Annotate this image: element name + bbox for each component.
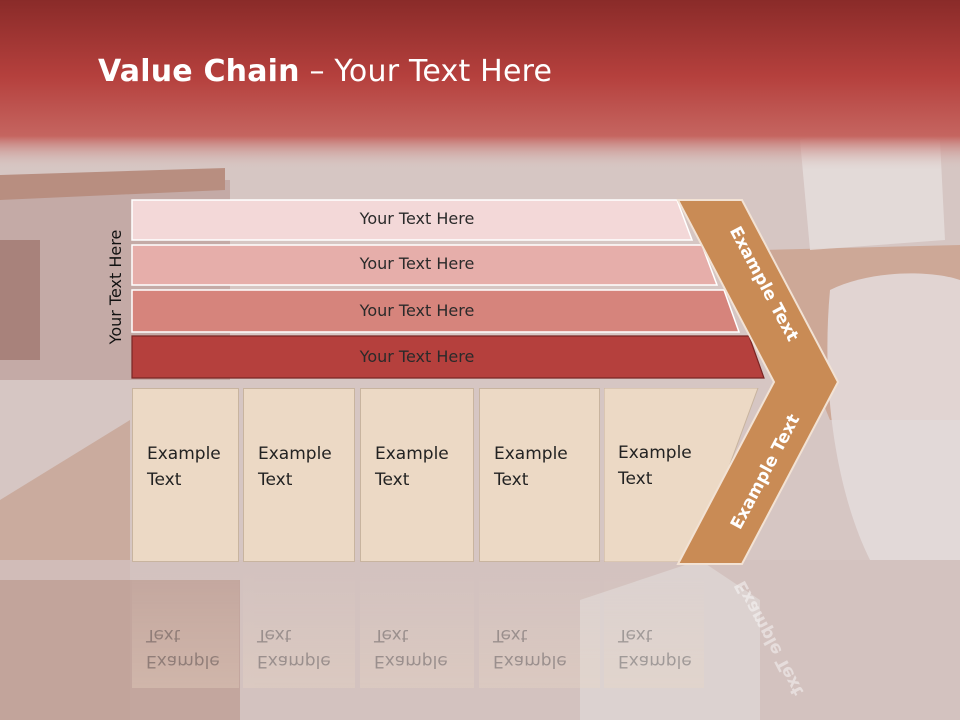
row-2-label: Your Text Here — [359, 254, 475, 273]
row-2-shape — [131, 244, 719, 286]
row-3-shape — [131, 289, 741, 333]
title-bold: Value Chain — [98, 54, 300, 89]
slide-title: Value Chain – Your Text Here — [98, 54, 552, 89]
side-label: Your Text Here — [106, 229, 125, 345]
row-1-shape — [131, 199, 694, 241]
row-4-label: Your Text Here — [359, 347, 475, 366]
row-1-label: Your Text Here — [359, 209, 475, 228]
box-5-shape — [604, 388, 759, 562]
margin-chevron — [676, 199, 840, 565]
title-rest: – Your Text Here — [299, 54, 553, 89]
row-3-label: Your Text Here — [359, 301, 475, 320]
row-4-shape — [131, 335, 765, 379]
